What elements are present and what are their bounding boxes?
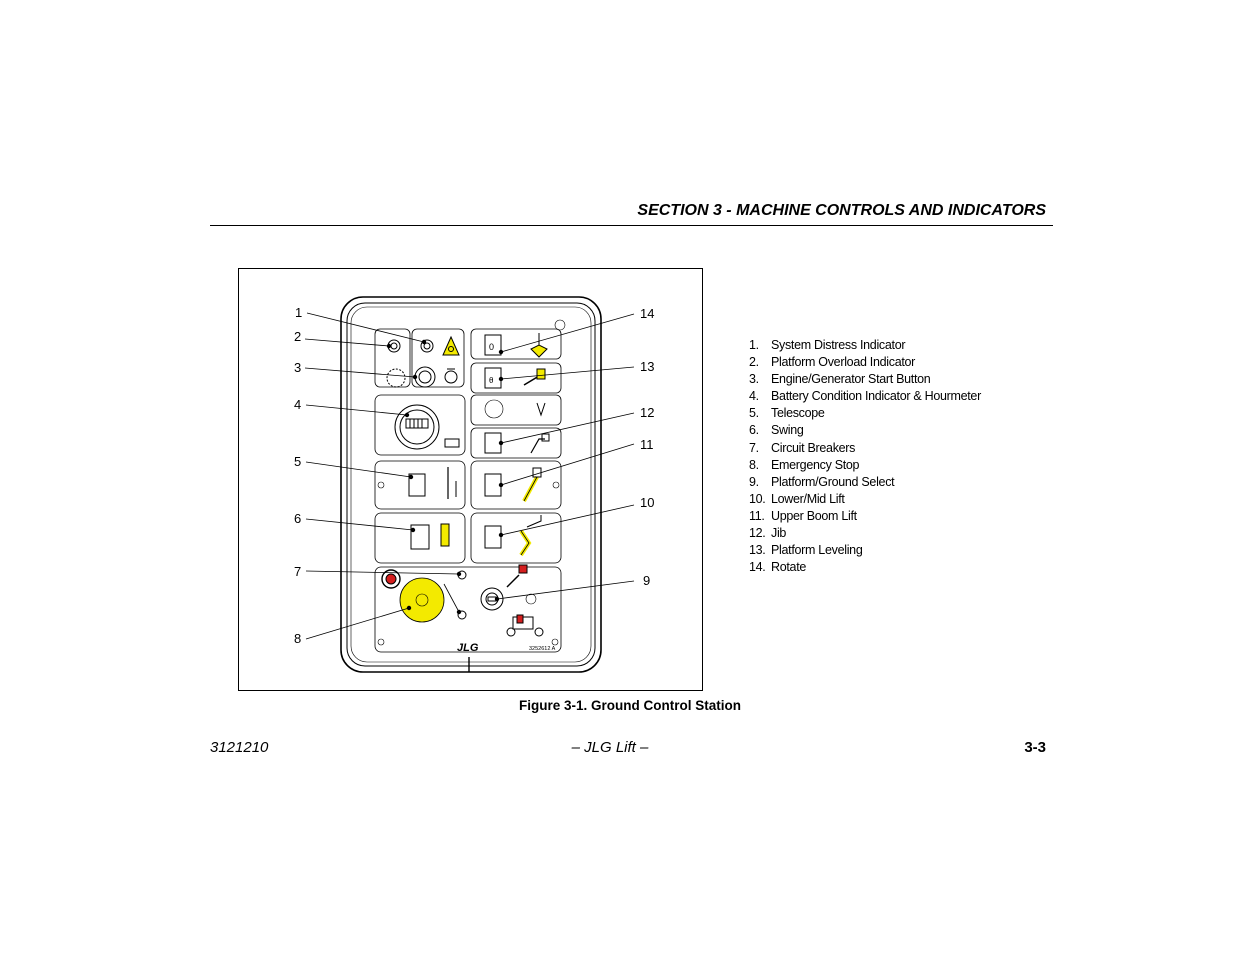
legend-item: 14. Rotate <box>749 559 981 576</box>
callout-5: 5 <box>294 454 301 469</box>
doc-number: 3121210 <box>210 739 269 756</box>
panel-logo: JLG <box>457 642 479 654</box>
lower-lift-icon <box>519 529 532 557</box>
jib-switch <box>484 432 502 454</box>
legend-num: 1. <box>749 338 759 352</box>
legend-num: 2. <box>749 355 759 370</box>
circuit-breaker-reset <box>381 569 401 589</box>
callout-13: 13 <box>640 359 654 374</box>
telescope-switch <box>408 473 426 497</box>
legend-item: 11. Upper Boom Lift <box>749 508 981 525</box>
legend-item: 13. Platform Leveling <box>749 542 981 559</box>
figure-caption: Figure 3-1. Ground Control Station <box>519 698 741 713</box>
figure-ground-control-station: 0 θ <box>238 268 703 691</box>
legend-item: 5. Telescope <box>749 405 981 422</box>
callout-4: 4 <box>294 397 301 412</box>
start-button <box>414 366 436 388</box>
leader-lines-left <box>304 312 460 640</box>
legend-label: Platform/Ground Select <box>771 474 895 489</box>
svg-text:0: 0 <box>489 342 494 352</box>
figure-legend: 1. System Distress Indicator 2. Platform O… <box>749 337 981 576</box>
legend-num: 10. <box>749 491 766 506</box>
legend-num: 9. <box>749 474 759 489</box>
legend-label: Swing <box>771 423 804 438</box>
legend-label: Rotate <box>771 560 807 575</box>
panel-outer-frame <box>340 296 602 673</box>
ground-control-panel-illustration: 0 θ <box>294 296 654 673</box>
leader-dots-left <box>386 339 462 615</box>
rotate-switch <box>484 334 502 356</box>
legend-item: 3. Engine/Generator Start Button <box>749 371 981 388</box>
legend-label: Engine/Generator Start Button <box>771 372 931 387</box>
legend-num: 7. <box>749 440 759 455</box>
legend-num: 13. <box>749 543 766 558</box>
legend-item: 9. Platform/Ground Select <box>749 474 981 491</box>
legend-item: 1. System Distress Indicator <box>749 337 981 354</box>
swing-icon <box>440 523 450 547</box>
callout-3: 3 <box>294 360 301 375</box>
legend-num: 12. <box>749 526 766 541</box>
overload-indicator-lamp <box>420 339 434 353</box>
legend-num: 14. <box>749 560 766 575</box>
callout-7: 7 <box>294 564 301 579</box>
rotate-icon <box>530 344 548 358</box>
callout-8: 8 <box>294 631 301 646</box>
callout-12: 12 <box>640 405 654 420</box>
legend-label: Platform Overload Indicator <box>771 355 916 370</box>
legend-label: Battery Condition Indicator & Hourmeter <box>771 389 981 404</box>
battery-hourmeter-gauge <box>394 404 440 450</box>
legend-label: Jib <box>771 526 787 541</box>
callout-11: 11 <box>640 437 654 452</box>
svg-text:θ: θ <box>489 376 494 385</box>
footer-title: – JLG Lift – <box>571 739 649 756</box>
legend-label: Upper Boom Lift <box>771 508 857 523</box>
swing-switch <box>410 524 430 550</box>
legend-num: 3. <box>749 372 759 387</box>
legend-item: 6. Swing <box>749 422 981 439</box>
jib-icon <box>536 402 546 417</box>
legend-item: 12. Jib <box>749 525 981 542</box>
legend-label: System Distress Indicator <box>771 338 906 352</box>
platform-leveling-icon <box>536 368 546 380</box>
platform-select-icon <box>518 564 528 574</box>
legend-label: Circuit Breakers <box>771 440 856 455</box>
legend-num: 5. <box>749 406 759 421</box>
engine-icon <box>444 370 458 384</box>
battery-icon <box>444 438 460 448</box>
panel-part-number: 3252612 A <box>529 646 556 652</box>
platform-ground-select-keyswitch <box>480 587 504 611</box>
callout-2: 2 <box>294 329 301 344</box>
callout-1: 1 <box>295 305 302 320</box>
leader-dots-right <box>494 349 504 602</box>
legend-label: Platform Leveling <box>771 543 863 558</box>
page-number: 3-3 <box>1024 739 1046 756</box>
callout-9: 9 <box>643 573 650 588</box>
legend-label: Telescope <box>771 406 825 421</box>
header-rule <box>210 225 1053 226</box>
panel-inner-frame <box>346 302 596 667</box>
leader-lines-right <box>496 313 635 600</box>
callout-6: 6 <box>294 511 301 526</box>
legend-item: 2. Platform Overload Indicator <box>749 354 981 371</box>
legend-label: Lower/Mid Lift <box>771 491 845 506</box>
callout-14: 14 <box>640 306 654 321</box>
legend-num: 11. <box>749 508 765 523</box>
legend-item: 10. Lower/Mid Lift <box>749 491 981 508</box>
section-title: SECTION 3 - MACHINE CONTROLS AND INDICAT… <box>637 202 1046 219</box>
emergency-stop-button <box>399 577 445 623</box>
legend-num: 6. <box>749 423 759 438</box>
legend-label: Emergency Stop <box>771 457 860 472</box>
upper-boom-switch <box>484 473 502 497</box>
legend-num: 8. <box>749 457 759 472</box>
callout-10: 10 <box>640 495 654 510</box>
lower-lift-switch <box>484 525 502 549</box>
legend-item: 4. Battery Condition Indicator & Hourmete… <box>749 388 981 405</box>
legend-item: 7. Circuit Breakers <box>749 440 981 457</box>
legend-item: 8. Emergency Stop <box>749 457 981 474</box>
legend-num: 4. <box>749 389 759 404</box>
